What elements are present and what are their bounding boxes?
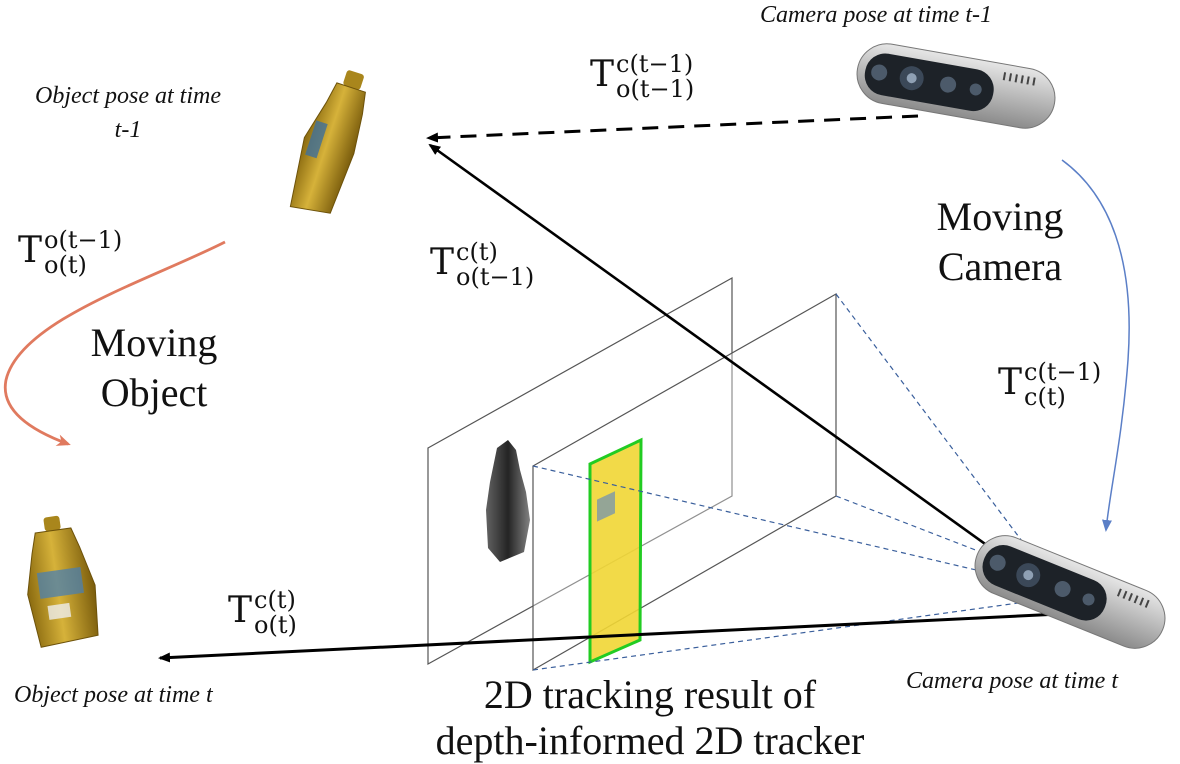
transform-sup: o(t−1) xyxy=(44,226,123,254)
label-tracker-caption: 2D tracking result of depth-informed 2D … xyxy=(420,672,880,764)
moving-camera-arrow xyxy=(1061,159,1130,532)
arrow-cam-prev-to-obj-prev xyxy=(426,114,919,143)
label-object-pose-cur: Object pose at time t xyxy=(14,682,213,708)
label-moving-object-line1: Moving xyxy=(90,320,218,365)
label-object-pose-prev: Object pose at time t-1 xyxy=(12,80,244,147)
transform-sup: c(t) xyxy=(254,586,296,614)
transform-base: T xyxy=(228,590,253,632)
transform-sub: o(t−1) xyxy=(616,75,695,104)
label-moving-object-line2: Object xyxy=(100,370,208,415)
arrow-cam-cur-to-obj-cur xyxy=(158,612,1061,663)
label-moving-camera-line2: Camera xyxy=(937,244,1063,289)
transform-base: T xyxy=(998,362,1023,404)
tracking-bbox xyxy=(588,437,643,665)
transform-sup: c(t) xyxy=(456,238,498,266)
transform-base: T xyxy=(18,230,43,272)
transform-sub: o(t−1) xyxy=(456,263,535,292)
transform-sub: o(t) xyxy=(254,611,297,640)
label-object-pose-prev-line1: Object pose at time xyxy=(35,83,221,109)
transform-base: T xyxy=(430,242,455,284)
label-camera-pose-prev: Camera pose at time t-1 xyxy=(760,2,992,28)
depth-camera-icon xyxy=(856,43,1056,129)
image-plane-back xyxy=(427,276,733,666)
transform-sub: c(t) xyxy=(1024,383,1066,412)
depth-silhouette xyxy=(486,440,530,562)
transform-base: T xyxy=(590,54,615,96)
arrow-cam-cur-to-obj-prev xyxy=(428,143,1071,607)
label-moving-camera-line1: Moving xyxy=(936,194,1064,239)
depth-camera-icon xyxy=(974,535,1166,649)
transform-sup: c(t−1) xyxy=(1024,358,1102,386)
label-tracker-caption-line1: 2D tracking result of xyxy=(483,672,817,717)
transform-sub: o(t) xyxy=(44,251,87,280)
image-plane-front xyxy=(532,292,837,672)
transform-arrows xyxy=(158,114,1071,663)
label-moving-object: Moving Object xyxy=(74,318,234,418)
label-moving-camera: Moving Camera xyxy=(920,192,1080,292)
mustard-bottle-icon xyxy=(27,515,99,648)
label-camera-pose-cur: Camera pose at time t xyxy=(906,668,1118,694)
moving-object-arrow xyxy=(3,240,226,446)
mustard-bottle-icon xyxy=(289,70,366,214)
label-object-pose-prev-line2: t-1 xyxy=(114,116,142,143)
transform-sup: c(t−1) xyxy=(616,50,694,78)
label-tracker-caption-line2: depth-informed 2D tracker xyxy=(435,718,865,763)
